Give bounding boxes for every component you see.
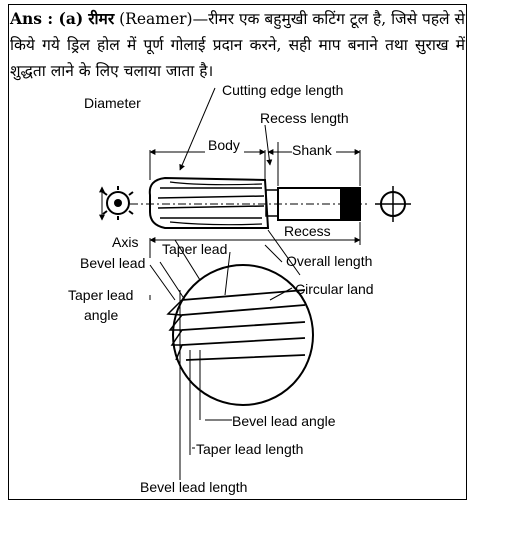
label-diameter: Diameter — [84, 95, 141, 111]
label-axis: Axis — [112, 234, 138, 250]
end-view-icon — [99, 186, 134, 221]
label-overall-length: Overall length — [286, 253, 372, 269]
label-body: Body — [208, 137, 240, 153]
answer-prefix: Ans : (a) — [10, 9, 84, 28]
projection-symbol-icon — [375, 186, 411, 222]
label-taper-lead-length: Taper lead length — [196, 441, 303, 457]
label-taper-lead-angle-2: angle — [84, 307, 118, 323]
top-dimensions — [149, 87, 361, 186]
leader-lines — [149, 244, 293, 449]
label-cutting-edge-length: Cutting edge length — [222, 82, 343, 98]
dash: — — [192, 10, 209, 28]
reamer-body — [130, 176, 370, 258]
label-bevel-lead-length: Bevel lead length — [140, 479, 247, 495]
label-bevel-lead: Bevel lead — [80, 255, 145, 271]
label-taper-lead-angle-1: Taper lead — [68, 287, 133, 303]
label-circular-land: Circular land — [295, 281, 374, 297]
label-recess: Recess — [284, 223, 331, 239]
label-recess-length: Recess length — [260, 110, 349, 126]
term-english: (Reamer) — [119, 10, 193, 28]
term-hindi: रीमर — [88, 9, 115, 28]
magnified-detail — [149, 229, 314, 480]
answer-text: Ans : (a) रीमर (Reamer)—रीमर एक बहुमुखी … — [10, 6, 465, 84]
label-bevel-lead-angle: Bevel lead angle — [232, 413, 336, 429]
definition: रीमर एक बहुमुखी कटिंग टूल है, जिसे पहले … — [10, 10, 465, 80]
label-shank: Shank — [292, 142, 333, 158]
label-taper-lead: Taper lead — [162, 241, 227, 257]
answer-frame — [8, 4, 467, 500]
